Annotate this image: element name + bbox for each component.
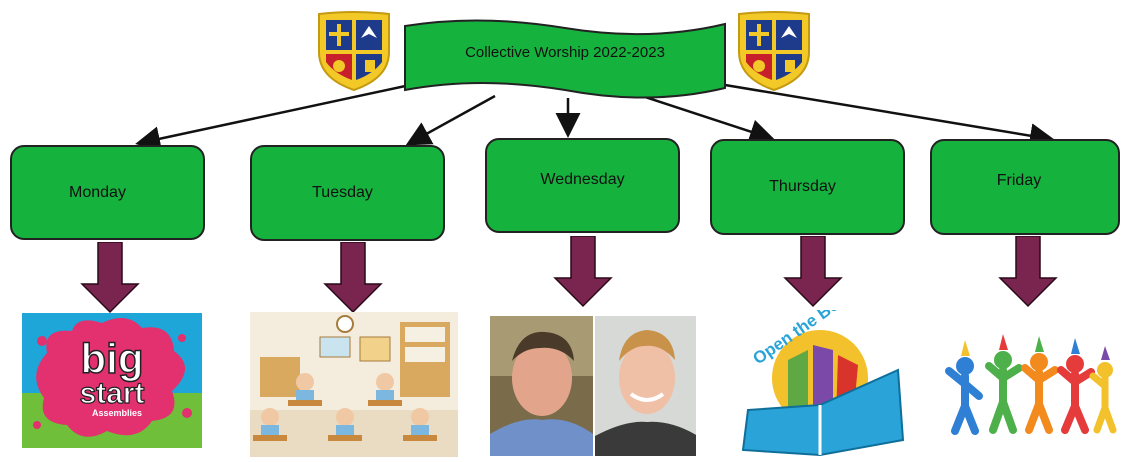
classroom-cartoon (250, 312, 458, 457)
day-box-thursday: Thursday (710, 139, 905, 235)
day-label: Tuesday (312, 184, 373, 201)
day-label: Monday (69, 183, 126, 201)
big-start-assemblies-logo: big start Assemblies (22, 313, 202, 448)
day-label: Thursday (769, 178, 836, 195)
party-figures-clipart (935, 326, 1120, 448)
down-arrow-friday (998, 236, 1058, 308)
title-banner (404, 19, 726, 99)
day-label: Friday (996, 172, 1042, 189)
day-box-wednesday: Wednesday (485, 138, 680, 233)
visitor-photo-2 (595, 316, 696, 456)
open-the-book-logo: Open the Book (728, 310, 913, 460)
school-crest-left (318, 11, 390, 92)
day-box-tuesday: Tuesday (250, 145, 445, 241)
logo-text-start: start (79, 377, 144, 410)
down-arrow-tuesday (323, 242, 383, 314)
day-box-monday: Monday (10, 145, 205, 240)
down-arrow-thursday (783, 236, 843, 308)
down-arrow-monday (80, 242, 140, 314)
visitor-photo-1 (490, 316, 593, 456)
school-crest-right (738, 11, 810, 92)
two-visitor-photos (490, 316, 696, 456)
down-arrow-wednesday (553, 236, 613, 308)
day-label: Wednesday (540, 170, 625, 188)
logo-text-assemblies: Assemblies (92, 408, 142, 418)
logo-text-big: big (81, 335, 144, 382)
page-title: Collective Worship 2022-2023 (465, 44, 665, 61)
day-box-friday: Friday (930, 139, 1120, 235)
